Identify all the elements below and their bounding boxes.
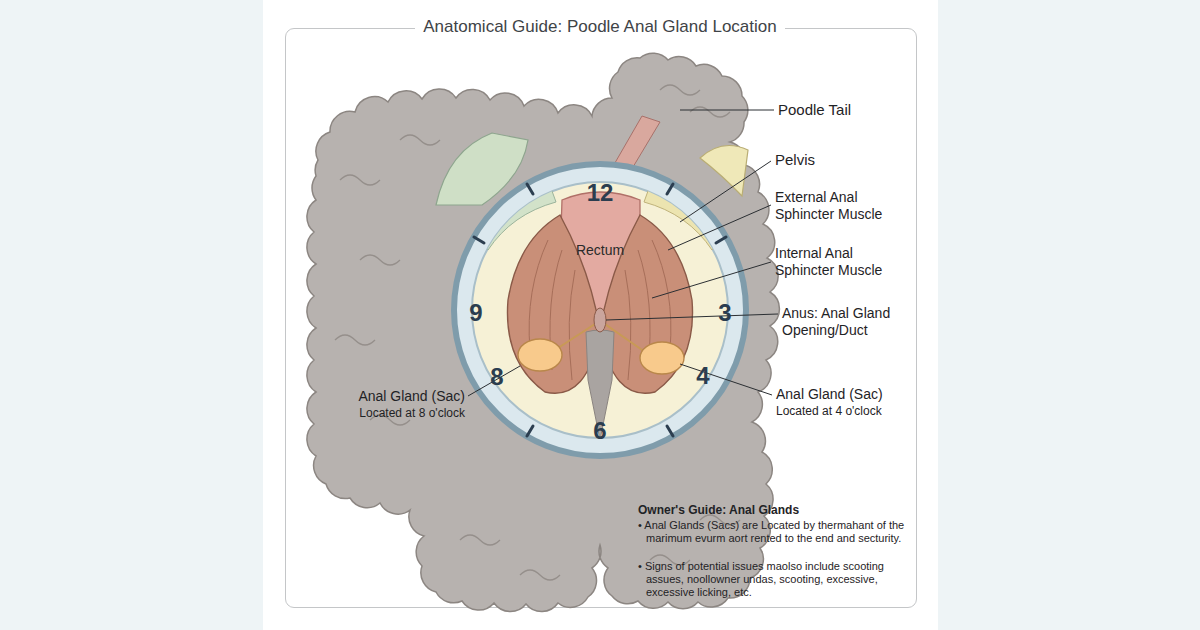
clock-number: 8: [490, 363, 503, 391]
striation: [529, 240, 548, 350]
guide-bullet: • Signs of potential issues maolso inclu…: [638, 560, 908, 599]
part-label: Internal Anal Sphincter Muscle: [775, 245, 900, 279]
diagram-title: Anatomical Guide: Poodle Anal Gland Loca…: [400, 17, 800, 37]
fur-curl: [520, 570, 560, 580]
part-label: External Anal Sphincter Muscle: [775, 189, 900, 223]
clock-number: 3: [718, 299, 731, 327]
fur-curl: [400, 135, 440, 145]
anatomy-group: [470, 180, 730, 440]
leader-line: [680, 110, 774, 111]
fur-curl: [360, 255, 400, 265]
duct-right: [602, 322, 645, 352]
duct-left: [555, 322, 598, 350]
callout-note: Located at 8 o'clock: [330, 406, 465, 420]
clock-band: [454, 164, 746, 456]
anal-gland-right: [640, 342, 684, 374]
fur-curl: [335, 335, 375, 345]
part-label: Pelvis: [775, 151, 935, 169]
part-label: Poodle Tail: [778, 101, 938, 119]
clock-number: 6: [593, 417, 606, 445]
title-text: Anatomical Guide: Poodle Anal Gland Loca…: [415, 17, 784, 36]
clock-number: 12: [587, 179, 614, 207]
fur-curl: [340, 175, 380, 185]
callout-note: Located at 4 o'clock: [776, 404, 916, 418]
guide-bullet: • Anal Glands (Sacs) are Located by ther…: [638, 519, 908, 545]
clock-inner: [472, 182, 728, 438]
part-label: Anal Gland (Sac): [776, 386, 916, 403]
anal-gland-left: [518, 339, 562, 371]
part-label: Anal Gland (Sac): [330, 388, 465, 405]
leader-line: [606, 314, 778, 320]
fur-curl: [660, 85, 700, 95]
striation: [569, 270, 575, 380]
fur-curl: [460, 535, 500, 545]
clock-number: 9: [469, 299, 482, 327]
guide-heading: Owner's Guide: Anal Glands: [638, 503, 908, 517]
anatomy-label: Rectum: [576, 242, 624, 258]
anus: [594, 308, 606, 332]
leader-line: [680, 161, 771, 222]
clock-number: 4: [696, 362, 709, 390]
fur-curl: [690, 107, 730, 117]
pelvis-right: [700, 146, 748, 197]
part-label: Anus: Anal Gland Opening/Duct: [782, 305, 900, 339]
striation: [625, 270, 631, 380]
